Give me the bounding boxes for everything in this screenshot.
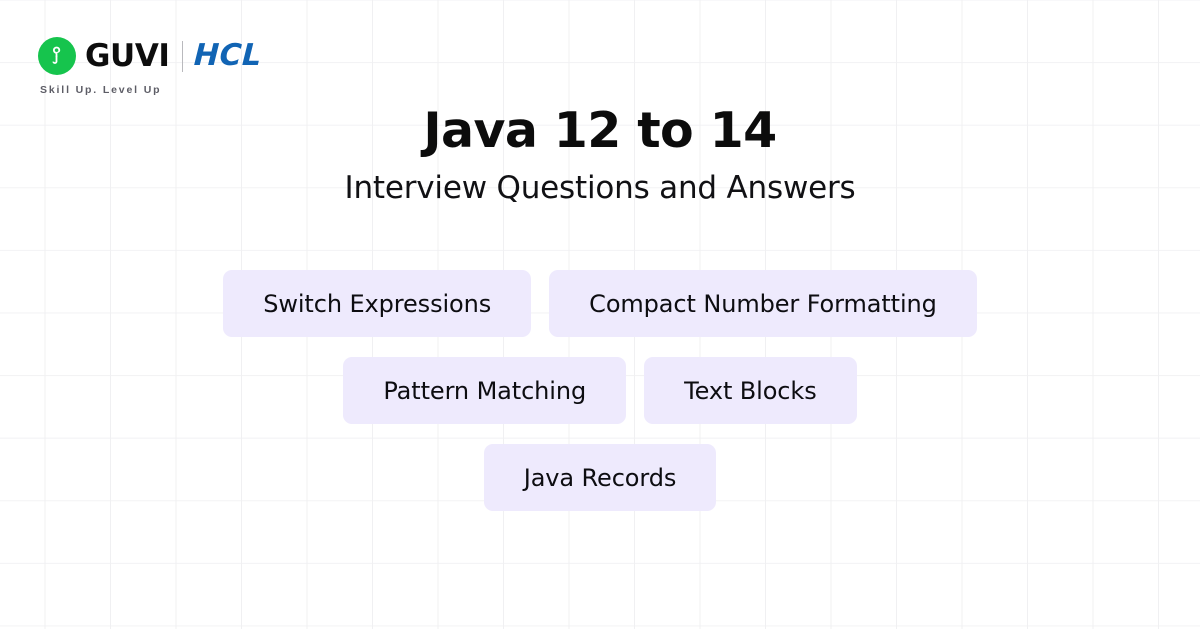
topic-pill-label: Text Blocks xyxy=(684,376,817,405)
topic-pill[interactable]: Switch Expressions xyxy=(223,270,532,337)
topic-pill-label: Compact Number Formatting xyxy=(589,289,937,318)
topic-pill-row: Pattern Matching Text Blocks xyxy=(0,357,1200,424)
brand-logo-lockup: GUVI HCL Skill Up. Level Up xyxy=(38,36,338,96)
brand-tagline: Skill Up. Level Up xyxy=(40,84,162,96)
guvi-wordmark: GUVI xyxy=(85,37,170,74)
topic-pill[interactable]: Java Records xyxy=(483,444,717,511)
logo-row: GUVI HCL xyxy=(38,36,338,76)
topic-pill-area: Switch Expressions Compact Number Formatt… xyxy=(0,270,1200,531)
guvi-g-circle-icon xyxy=(38,37,76,75)
hcl-wordmark: HCL xyxy=(192,38,263,73)
topic-pill-label: Switch Expressions xyxy=(263,289,492,318)
logo-divider xyxy=(181,40,183,72)
topic-pill-row: Java Records xyxy=(0,444,1200,511)
page-subtitle: Interview Questions and Answers xyxy=(344,169,856,206)
topic-pill[interactable]: Compact Number Formatting xyxy=(549,270,977,337)
topic-pill-label: Pattern Matching xyxy=(383,376,587,405)
topic-pill-row: Switch Expressions Compact Number Formatt… xyxy=(0,270,1200,337)
topic-pill-label: Java Records xyxy=(523,463,677,492)
topic-pill[interactable]: Text Blocks xyxy=(644,357,857,424)
page-title: Java 12 to 14 xyxy=(423,102,777,159)
title-block: Java 12 to 14 Interview Questions and An… xyxy=(0,102,1200,207)
topic-pill[interactable]: Pattern Matching xyxy=(343,357,627,424)
